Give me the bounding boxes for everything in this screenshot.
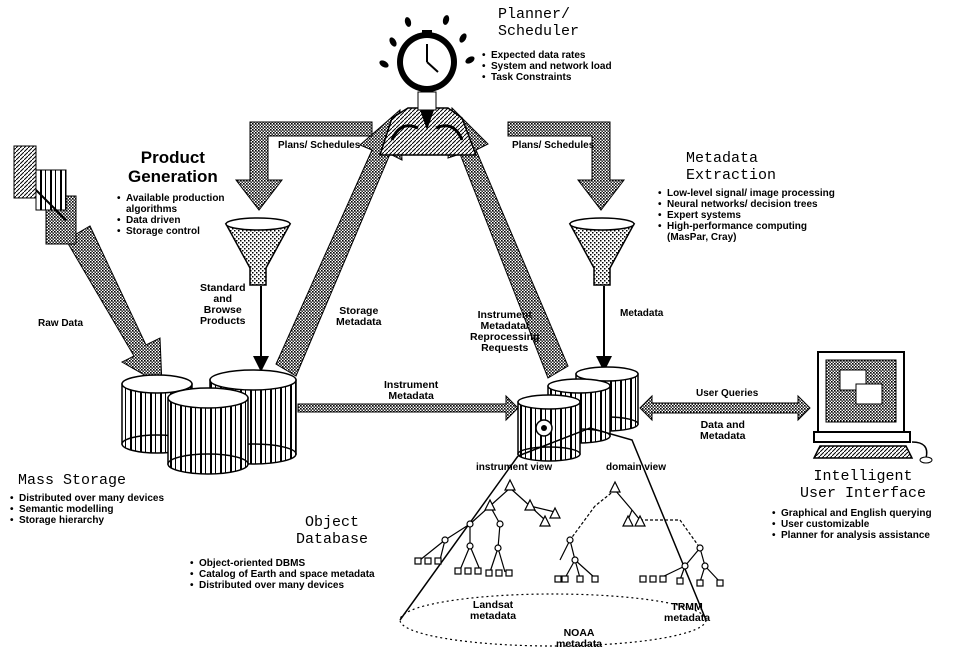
- trmm-metadata-label: TRMM metadata: [664, 602, 710, 624]
- metadata-label: Metadata: [620, 308, 664, 319]
- label-line: TRMM: [671, 601, 703, 613]
- mass-storage-bullets: Distributed over many devices Semantic m…: [10, 493, 164, 526]
- bullet-item: Expert systems: [658, 210, 835, 221]
- raw-data-arrow: [65, 225, 163, 386]
- planner-bullets: Expected data rates System and network l…: [482, 50, 612, 83]
- bullet-item: Data driven: [117, 215, 225, 226]
- bullet-item: Distributed over many devices: [190, 580, 375, 591]
- bullet-item: Storage hierarchy: [10, 515, 164, 526]
- landsat-metadata-label: Landsat metadata: [470, 600, 516, 622]
- standard-browse-label: Standard and Browse Products: [200, 283, 246, 327]
- bullet-item: Graphical and English querying: [772, 508, 932, 519]
- label-line: metadata: [470, 610, 517, 622]
- planner-title-line2: Scheduler: [498, 23, 580, 40]
- label-line: Metadata: [700, 430, 746, 442]
- label-line: metadata: [556, 638, 603, 650]
- bullet-item: Semantic modelling: [10, 504, 164, 515]
- object-database-title-line2: Database: [296, 531, 369, 548]
- mass-storage-title: Mass Storage: [18, 472, 127, 489]
- label-line: Browse: [203, 304, 242, 316]
- label-line: Metadata: [388, 390, 434, 402]
- label-line: Metadata/: [480, 320, 529, 332]
- instrument-metadata-label: Instrument Metadata: [384, 380, 438, 402]
- product-generation-title-line1: Product: [140, 148, 205, 167]
- bullet-item: Distributed over many devices: [10, 493, 164, 504]
- label-line: and: [213, 293, 233, 305]
- bullet-item: High-performance computing: [658, 221, 835, 232]
- metadata-extraction-bullets: Low-level signal/ image processing Neura…: [658, 188, 835, 243]
- bullet-item: Available production: [117, 193, 225, 204]
- label-line: Standard: [200, 282, 246, 294]
- bullet-item: Object-oriented DBMS: [190, 558, 375, 569]
- planner-title-line1: Planner/: [498, 6, 571, 23]
- bullet-item: Task Constraints: [482, 72, 612, 83]
- object-database-title: Object Database: [296, 514, 368, 548]
- bullet-item: User customizable: [772, 519, 932, 530]
- product-generation-bullets: Available production algorithms Data dri…: [117, 193, 225, 237]
- clock-icon: [397, 30, 457, 92]
- bullet-item: Catalog of Earth and space metadata: [190, 569, 375, 580]
- satellite-icon: [13, 145, 77, 245]
- user-interface-title-line1: Intelligent: [813, 468, 913, 485]
- raw-data-label: Raw Data: [38, 318, 84, 329]
- metadata-extraction-title-line2: Extraction: [686, 167, 777, 184]
- bullet-item: Expected data rates: [482, 50, 612, 61]
- label-line: Reprocessing: [470, 331, 540, 343]
- domain-view-label: domain view: [606, 462, 667, 473]
- bullet-continuation: algorithms: [126, 204, 178, 215]
- storage-cylinder: [167, 387, 249, 475]
- domain-view-tree: [554, 480, 724, 587]
- instrument-view-label: instrument view: [476, 462, 553, 473]
- product-generation-title-line2: Generation: [128, 167, 218, 186]
- product-generation-title: Product Generation: [128, 148, 218, 186]
- label-line: Requests: [481, 342, 529, 354]
- user-queries-label: User Queries: [696, 388, 759, 399]
- metadata-extraction-funnel: [568, 217, 636, 286]
- bullet-item: Neural networks/ decision trees: [658, 199, 835, 210]
- user-queries-double-arrow: [639, 394, 811, 422]
- label-line: NOAA: [563, 627, 595, 639]
- bullet-item: Low-level signal/ image processing: [658, 188, 835, 199]
- motion-marks: [379, 15, 475, 68]
- object-database-cylinders: [517, 366, 639, 462]
- plans-schedules-left-arrow: [234, 121, 373, 211]
- object-database-bullets: Object-oriented DBMS Catalog of Earth an…: [190, 558, 375, 591]
- mass-storage-cylinders: [121, 369, 297, 475]
- computer-workstation-icon: [812, 351, 933, 464]
- view-cone: [399, 427, 707, 647]
- bullet-continuation: (MasPar, Cray): [667, 232, 737, 243]
- data-metadata-label: Data and Metadata: [700, 420, 746, 442]
- label-line: metadata: [664, 612, 711, 624]
- label-line: Storage: [339, 305, 379, 317]
- bullet-item: Storage control: [117, 226, 225, 237]
- storage-metadata-label: Storage Metadata: [336, 306, 382, 328]
- planner-title: Planner/ Scheduler: [498, 6, 579, 40]
- label-line: Data and: [700, 419, 745, 431]
- instrument-view-tree: [414, 478, 561, 577]
- user-interface-bullets: Graphical and English querying User cust…: [772, 508, 932, 541]
- bullet-item: System and network load: [482, 61, 612, 72]
- label-line: Products: [200, 315, 246, 327]
- plans-schedules-right-label: Plans/ Schedules: [512, 140, 595, 151]
- metadata-extraction-title-line1: Metadata: [686, 150, 759, 167]
- plans-schedules-right-arrow: [507, 121, 626, 211]
- product-generation-funnel: [224, 217, 292, 286]
- database-cylinder: [517, 394, 581, 462]
- instrument-metadata-arrow: [297, 394, 519, 422]
- metadata-extraction-title: Metadata Extraction: [686, 150, 776, 184]
- label-line: Instrument: [477, 309, 532, 321]
- user-interface-title-line2: User Interface: [800, 485, 927, 502]
- noaa-metadata-label: NOAA metadata: [556, 628, 602, 650]
- label-line: Landsat: [472, 599, 514, 611]
- plans-schedules-left-label: Plans/ Schedules: [278, 140, 361, 151]
- label-line: Instrument: [384, 379, 439, 391]
- label-line: Metadata: [336, 316, 382, 328]
- reprocessing-requests-label: Instrument Metadata/ Reprocessing Reques…: [470, 310, 539, 354]
- user-interface-title: Intelligent User Interface: [800, 468, 926, 502]
- bullet-item: Planner for analysis assistance: [772, 530, 932, 541]
- object-database-title-line1: Object: [305, 514, 360, 531]
- planner-figure: [378, 91, 478, 156]
